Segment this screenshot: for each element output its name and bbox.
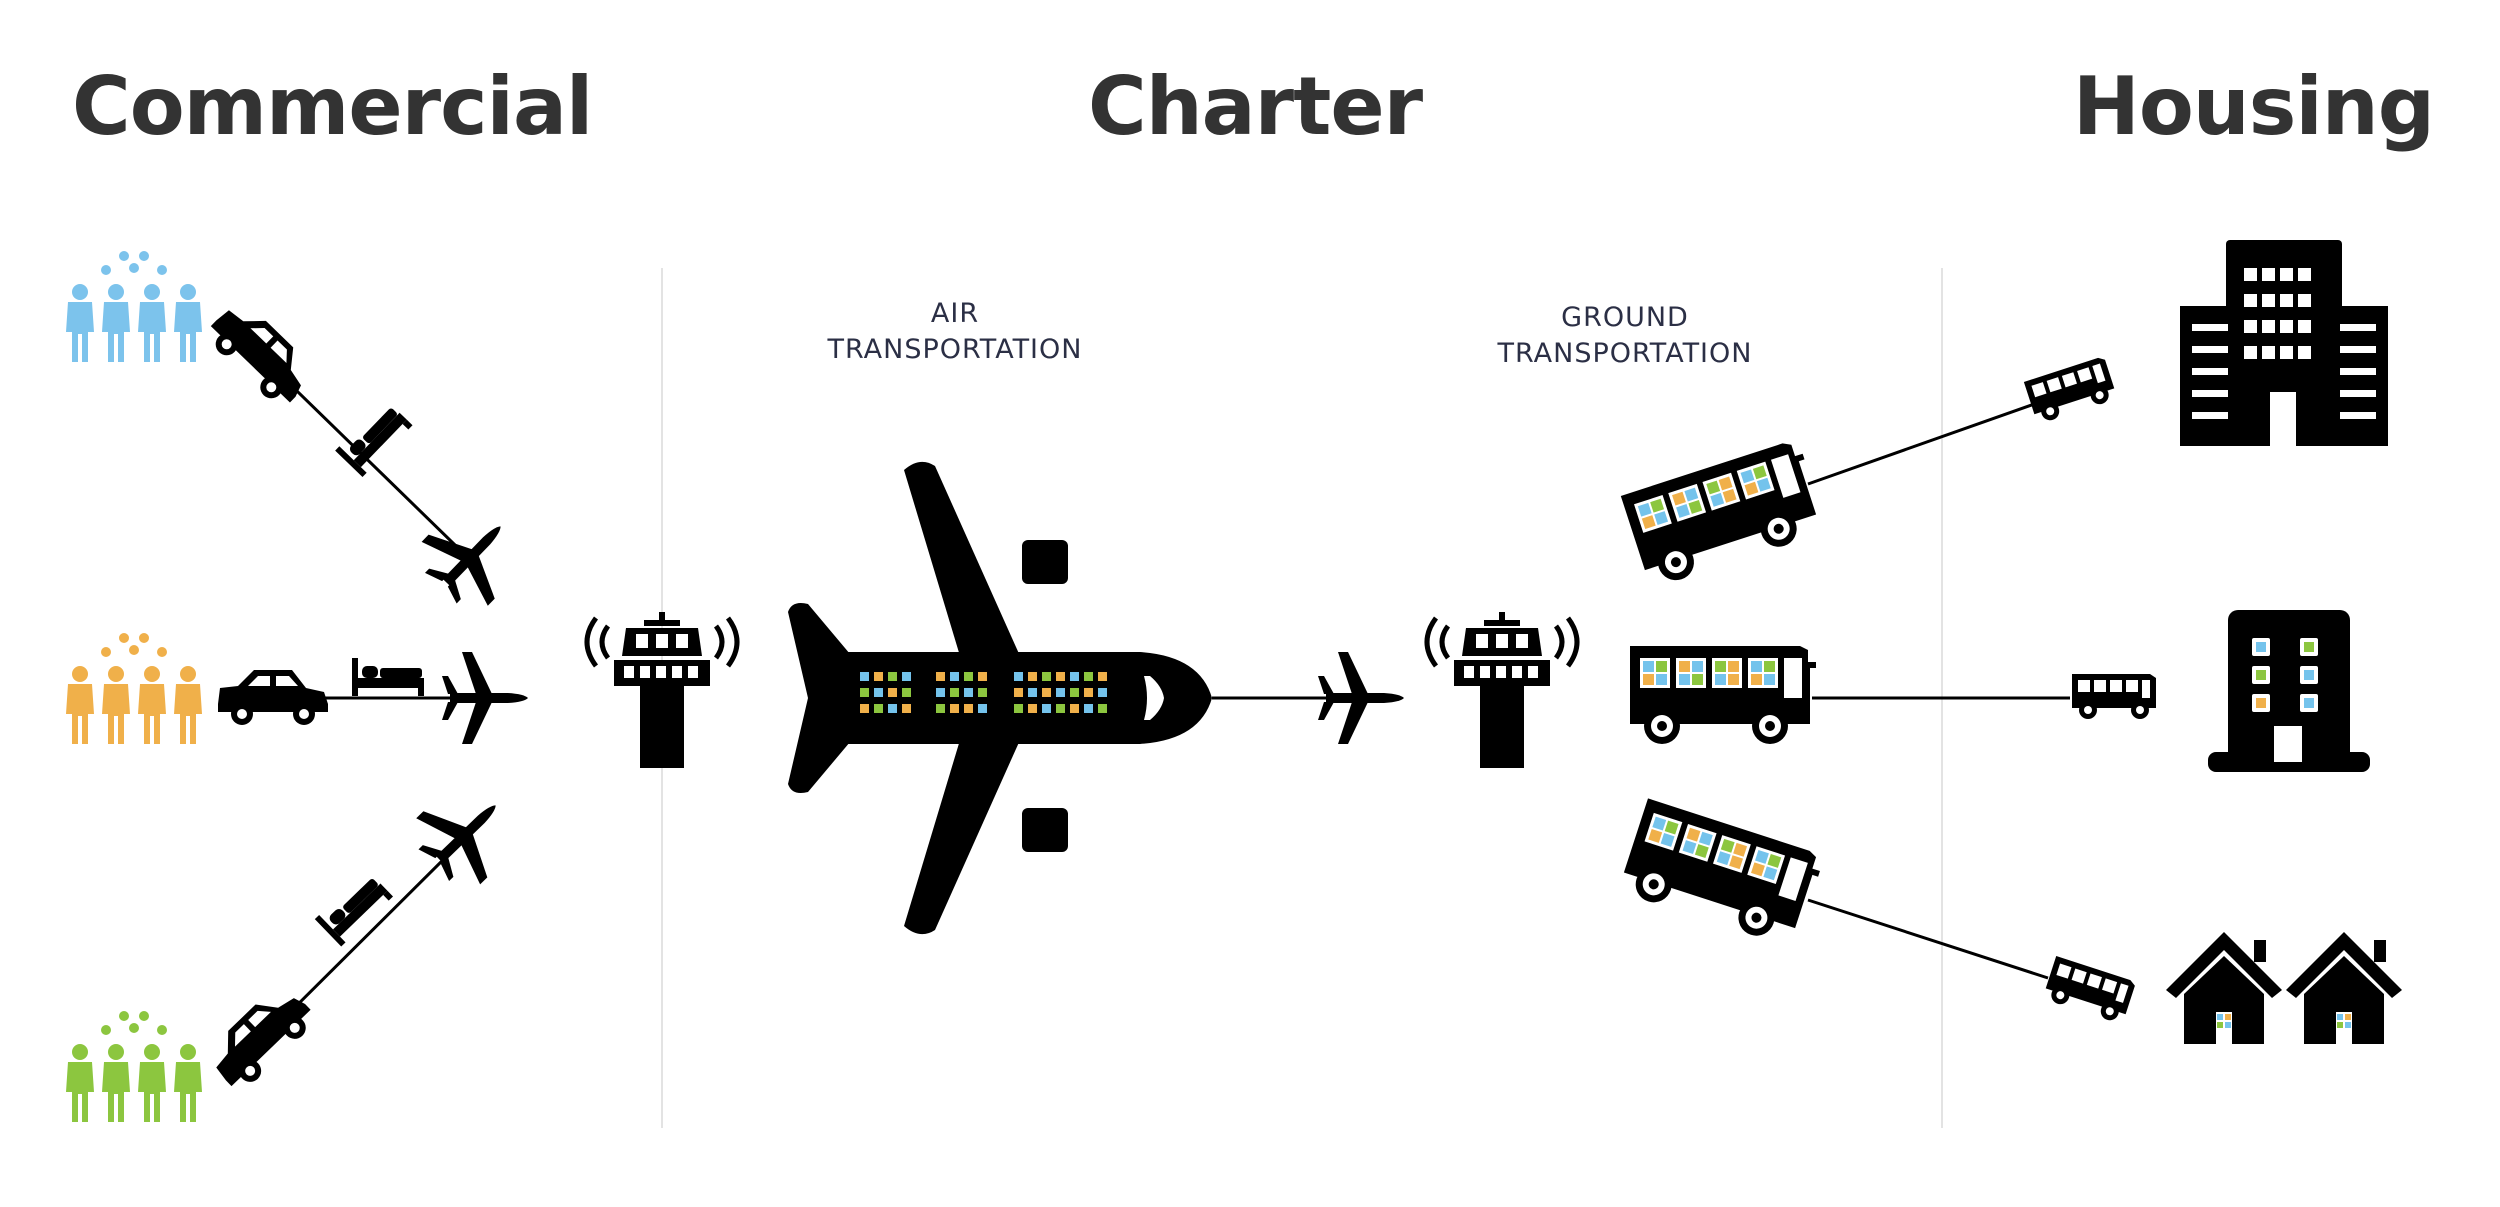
label-air-transportation: AIR TRANSPORTATION [800,296,1110,368]
airplane-icon [401,772,528,899]
heading-commercial: Commercial [72,60,593,153]
airplane-icon [1318,652,1404,744]
airplane-icon [407,494,534,621]
people-group-icon [66,251,202,362]
control-tower-icon [587,612,737,768]
bus-icon [2072,674,2156,719]
hotel-icon [2208,610,2370,772]
label-ground-line1: GROUND [1561,302,1689,333]
people-group-icon [66,1011,202,1122]
airplane-windows [860,672,1107,713]
bus-icon [1620,438,1828,590]
bus-icon [2023,356,2118,425]
label-ground-transportation: GROUND TRANSPORTATION [1460,300,1790,372]
control-tower-icon [1427,612,1577,768]
bed-icon [314,869,394,947]
heading-charter: Charter [1088,60,1423,153]
route-line [1807,898,2049,980]
people-group-icon [66,633,202,744]
bus-icon [2042,956,2137,1025]
car-icon [202,979,320,1096]
heading-housing: Housing [2072,60,2435,153]
label-ground-line2: TRANSPORTATION [1497,338,1753,369]
large-airplane-icon [788,461,1212,935]
house-icon [2286,932,2402,1044]
house-icon [2166,932,2282,1044]
route-line [1807,400,2041,486]
label-air-line2: TRANSPORTATION [827,334,1083,365]
bus-icon [1630,646,1816,744]
bus-icon [1617,798,1825,950]
airplane-icon [442,652,528,744]
bed-icon [352,658,424,696]
office-building-icon [2180,240,2388,446]
label-air-line1: AIR [930,298,980,329]
car-icon [218,670,328,725]
